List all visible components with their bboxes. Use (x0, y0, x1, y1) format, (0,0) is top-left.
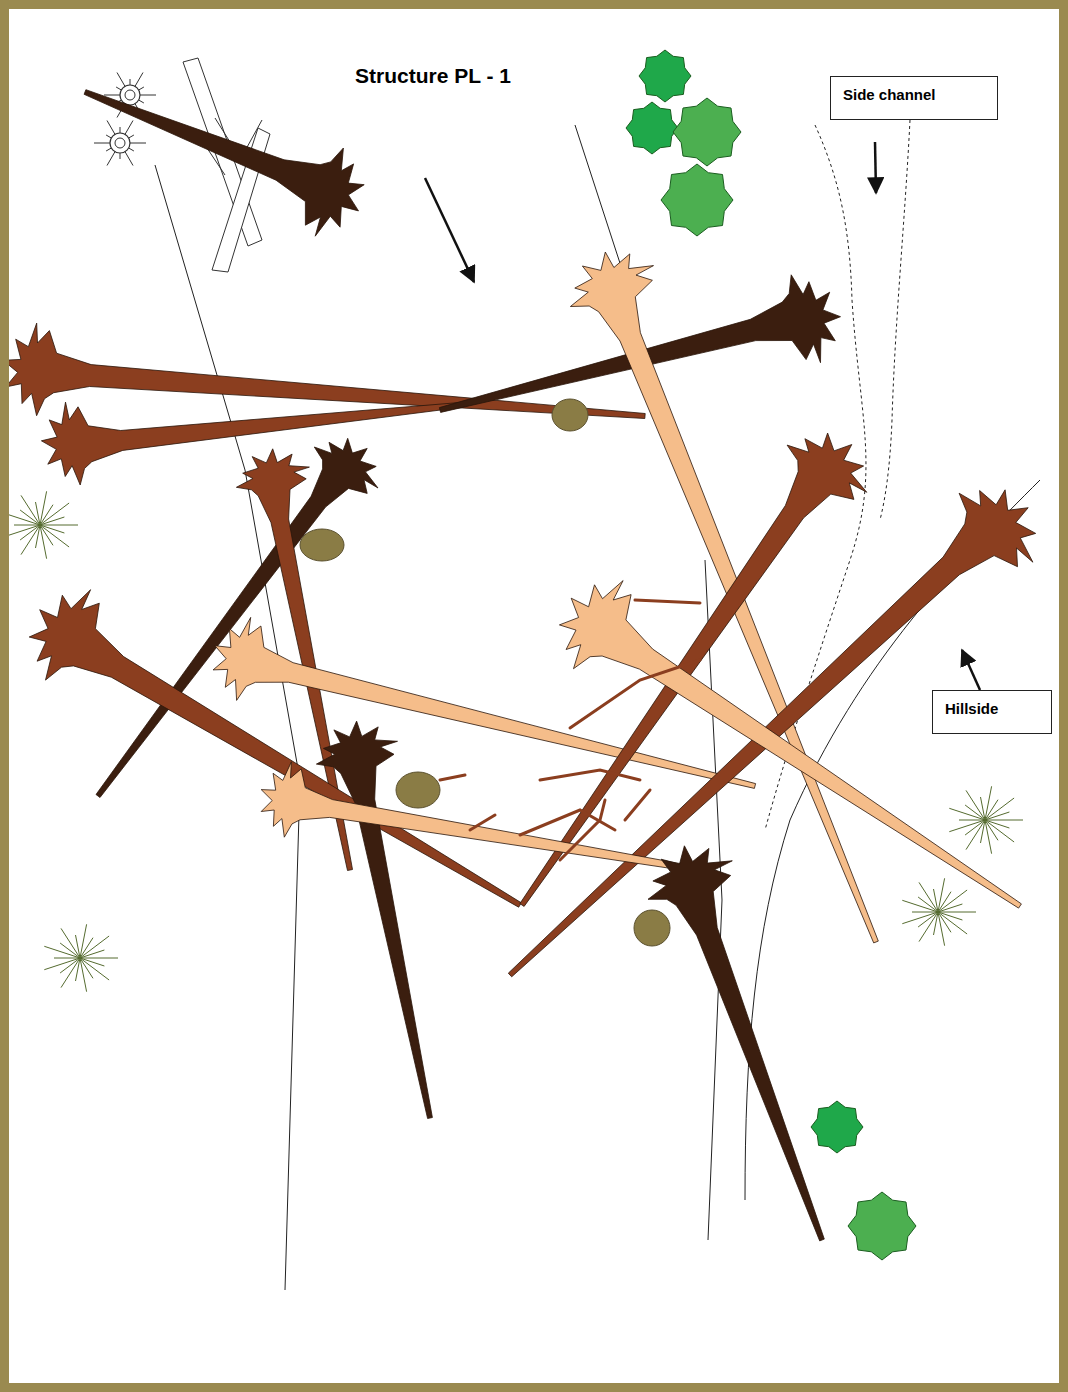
grass-blade (912, 912, 938, 913)
grass-blade (959, 820, 985, 821)
boulder (634, 910, 670, 946)
grass-blade (80, 950, 104, 958)
grass-blade (938, 904, 962, 912)
shrub (811, 1101, 863, 1153)
grass-blade (80, 958, 87, 992)
label-box: Hillside (932, 690, 1052, 734)
grass-blade (966, 790, 985, 820)
grass-blade (54, 958, 80, 959)
grass-blade (40, 525, 78, 526)
box-label: Hillside (945, 700, 1039, 717)
grass-blade (966, 820, 985, 850)
grass-blade (40, 505, 53, 525)
grass-blade (21, 495, 40, 525)
logs (3, 90, 1036, 1241)
log (520, 433, 867, 906)
grass-blade (985, 798, 1014, 820)
grass-blade (61, 958, 80, 988)
grass-blade (934, 889, 939, 912)
grass-blade (40, 525, 64, 533)
boulder (300, 529, 344, 561)
label-box: Side channel (830, 76, 998, 120)
grass-blade (985, 820, 1014, 842)
grass-blade (36, 502, 41, 525)
grass-blade (20, 525, 40, 540)
shrub (639, 50, 691, 102)
grass-blade (40, 503, 69, 525)
branches (440, 600, 700, 860)
log (213, 617, 756, 788)
grass-blade (919, 912, 938, 942)
grass-blade (985, 820, 1009, 828)
grass-blade (80, 936, 109, 958)
shrub (626, 102, 678, 154)
shrub (673, 98, 741, 166)
grass-blade (80, 958, 118, 959)
grass-blade (985, 800, 998, 820)
log (261, 762, 712, 875)
boulder (552, 399, 588, 431)
grass-blade (44, 958, 80, 970)
grass-blade (902, 912, 938, 924)
grass-blade (981, 797, 986, 820)
grass-blade (985, 812, 1009, 820)
log (84, 90, 364, 237)
grass-blade (902, 900, 938, 912)
grass-blade (21, 525, 40, 555)
grass-blade (40, 525, 47, 559)
grass-blade (938, 890, 967, 912)
channel-lines (155, 125, 1040, 1290)
grass-blade (40, 525, 69, 547)
grass-blade (938, 912, 945, 946)
grass-blade (80, 938, 93, 958)
shrubs (626, 50, 916, 1260)
stump-ring (115, 138, 125, 148)
grass-blade (949, 808, 985, 820)
grass-blade (938, 912, 967, 934)
grass-blade (14, 525, 40, 526)
grass-blade (938, 892, 951, 912)
stump (110, 133, 130, 153)
log (29, 590, 521, 908)
shrub (848, 1192, 916, 1260)
boulders (300, 399, 670, 946)
box-label: Side channel (843, 86, 985, 103)
stump-ring (125, 90, 135, 100)
grass-blade (4, 513, 40, 525)
grass-blade (985, 820, 992, 854)
shrub (661, 164, 733, 236)
grass-tufts (4, 491, 1023, 991)
grass-blade (44, 946, 80, 958)
diagram-title: Structure PL - 1 (355, 64, 511, 88)
grass-blade (938, 912, 976, 913)
grass-blade (918, 912, 938, 927)
stump (120, 85, 140, 105)
grass-blade (985, 820, 1023, 821)
grass-blade (949, 820, 985, 832)
grass-blade (40, 517, 64, 525)
grass-blade (61, 928, 80, 958)
grass-blade (76, 935, 81, 958)
grass-blade (965, 820, 985, 835)
grass-blade (4, 525, 40, 537)
grass-blade (80, 958, 104, 966)
log (648, 846, 824, 1241)
grass-blade (919, 882, 938, 912)
boulder (396, 772, 440, 808)
grass-blade (60, 958, 80, 973)
grass-blade (80, 958, 109, 980)
grass-blade (938, 912, 962, 920)
log (3, 323, 645, 418)
